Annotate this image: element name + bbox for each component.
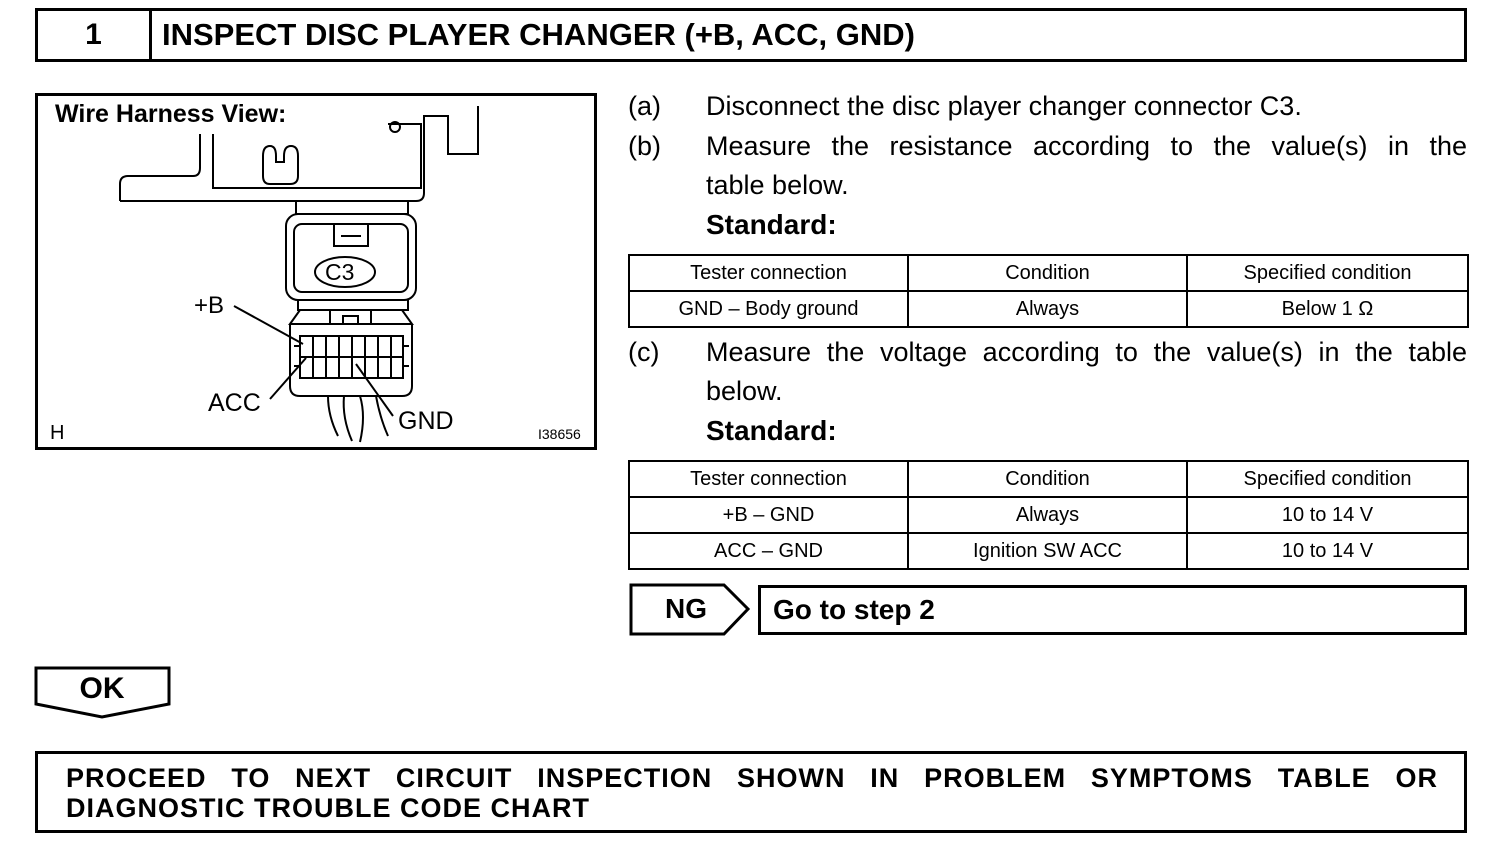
cell-tester-connection: +B – GND [628,496,909,534]
header-condition: Condition [907,254,1188,292]
table-row: ACC – GND Ignition SW ACC 10 to 14 V [628,532,1469,570]
step-b-text-line1: Measure the resistance according to the … [706,131,1467,161]
step-number: 1 [38,11,152,59]
resistance-spec-table: Tester connection Condition Specified co… [628,254,1469,328]
ng-label: NG [665,593,707,624]
step-a-text: Disconnect the disc player changer conne… [706,91,1302,121]
pin-label-plus-b: +B [194,292,225,319]
connector-illustration [119,106,479,443]
ok-arrow-shape [34,666,171,719]
header-condition: Condition [907,460,1188,498]
connector-id-label: C3 [325,259,355,285]
pin-label-acc: ACC [208,389,261,417]
table-header-row: Tester connection Condition Specified co… [628,254,1469,292]
cell-specified-condition: 10 to 14 V [1186,496,1469,534]
pin-label-gnd: GND [398,407,454,435]
proceed-text-line2: DIAGNOSTIC TROUBLE CODE CHART [66,793,590,823]
proceed-box: PROCEED TO NEXT CIRCUIT INSPECTION SHOWN… [35,751,1467,833]
table-row: +B – GND Always 10 to 14 V [628,496,1469,534]
step-a-letter: (a) [628,91,661,121]
figure-heading: Wire Harness View: [55,100,287,128]
step-title: INSPECT DISC PLAYER CHANGER (+B, ACC, GN… [162,17,915,52]
header-tester-connection: Tester connection [628,460,909,498]
ng-go-to-step-link[interactable]: Go to step 2 [758,585,1467,635]
cell-tester-connection: ACC – GND [628,532,909,570]
cell-tester-connection: GND – Body ground [628,290,909,328]
cell-condition: Always [907,290,1188,328]
table-row: GND – Body ground Always Below 1 Ω [628,290,1469,328]
header-specified-condition: Specified condition [1186,460,1469,498]
step-c-text-line2: below. [706,376,783,406]
step-c-text-line1: Measure the voltage according to the val… [706,337,1467,367]
cell-condition: Always [907,496,1188,534]
step-header: 1 INSPECT DISC PLAYER CHANGER (+B, ACC, … [35,8,1467,62]
figure-corner-letter: H [50,422,65,444]
cell-specified-condition: 10 to 14 V [1186,532,1469,570]
header-specified-condition: Specified condition [1186,254,1469,292]
step-c-letter: (c) [628,337,660,367]
step-b-standard: Standard: [706,209,837,240]
ok-label: OK [79,672,125,705]
cell-condition: Ignition SW ACC [907,532,1188,570]
voltage-spec-table: Tester connection Condition Specified co… [628,460,1469,570]
step-b-text-line2: table below. [706,170,849,200]
step-b-letter: (b) [628,131,661,161]
table-header-row: Tester connection Condition Specified co… [628,460,1469,498]
header-tester-connection: Tester connection [628,254,909,292]
wire-harness-figure: Wire Harness View: C3 +B ACC GND H I3865… [35,93,597,450]
ng-arrow-shape [629,583,751,636]
figure-code: I38656 [538,426,581,442]
step-c-standard: Standard: [706,415,837,446]
proceed-text-line1: PROCEED TO NEXT CIRCUIT INSPECTION SHOWN… [66,763,1438,793]
cell-specified-condition: Below 1 Ω [1186,290,1469,328]
